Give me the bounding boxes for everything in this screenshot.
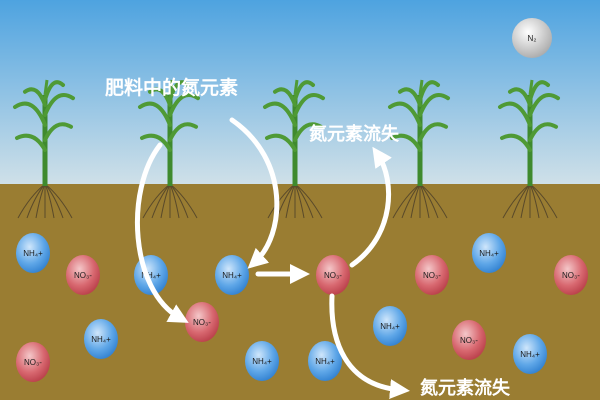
- nitrate-ion-label: NO₃-: [562, 271, 580, 280]
- flow-arrows: [135, 117, 410, 400]
- nitrate-ion: NO₃-: [554, 255, 588, 295]
- fertilizer-nitrogen-label: 肥料中的氮元素: [105, 76, 238, 99]
- nitrate-ion: NO₃-: [452, 320, 486, 360]
- arrow-fertilizer-to-nitrate: [135, 142, 189, 323]
- ammonium-ion-label: NH₄+: [315, 357, 335, 366]
- ammonium-ion-label: NH₄+: [23, 249, 43, 258]
- nitrate-ion: NO₃-: [185, 302, 219, 342]
- ammonium-ion: NH₄+: [215, 255, 249, 295]
- soil-ions: NH₄+ NO₃- NH₄+ NH₄+ NO₃- NO₃- NH₄+ NO₃- NO₃- NH₄+…: [16, 233, 588, 382]
- nitrate-ion-label: NO₃-: [423, 271, 441, 280]
- nitrogen-loss-leach-label: 氮元素流失: [420, 377, 511, 399]
- ammonium-ion-label: NH₄+: [252, 357, 272, 366]
- arrow-nitrate-leaching: [329, 293, 410, 400]
- nitrate-ion: NO₃-: [316, 255, 350, 295]
- n2-label: N₂: [528, 34, 537, 43]
- ammonium-ion-label: NH₄+: [141, 271, 161, 280]
- corn-plant: [498, 79, 560, 219]
- nitrate-ion: NO₃-: [66, 255, 100, 295]
- arrow-fertilizer-to-ammonium: [229, 117, 280, 269]
- nitrate-ion-label: NO₃-: [24, 358, 42, 367]
- n2-molecule: N₂: [512, 18, 552, 58]
- ammonium-ion-label: NH₄+: [479, 249, 499, 258]
- nitrogen-loss-air-label: 氮元素流失: [309, 123, 400, 145]
- nitrate-ion-label: NO₃-: [460, 336, 478, 345]
- nitrate-ion-label: NO₃-: [193, 318, 211, 327]
- ammonium-ion: NH₄+: [513, 334, 547, 374]
- corn-plants: [13, 79, 560, 219]
- nitrate-ion-label: NO₃-: [74, 271, 92, 280]
- ammonium-ion: NH₄+: [308, 341, 342, 381]
- ammonium-ion: NH₄+: [16, 233, 50, 273]
- ammonium-ion-label: NH₄+: [380, 322, 400, 331]
- ammonium-ion: NH₄+: [245, 341, 279, 381]
- corn-plant: [388, 79, 450, 219]
- soil: [0, 184, 600, 400]
- corn-plant: [138, 79, 200, 219]
- ammonium-ion: NH₄+: [373, 306, 407, 346]
- nitrate-ion-label: NO₃-: [324, 271, 342, 280]
- sky: [0, 0, 600, 184]
- nitrate-ion: NO₃-: [415, 255, 449, 295]
- arrow-nitrate-to-air-loss: [349, 146, 392, 268]
- nitrate-ion: NO₃-: [16, 342, 50, 382]
- ammonium-ion-label: NH₄+: [222, 271, 242, 280]
- ammonium-ion-label: NH₄+: [520, 350, 540, 359]
- corn-plant: [13, 79, 75, 219]
- ammonium-ion: NH₄+: [472, 233, 506, 273]
- ammonium-ion: NH₄+: [84, 319, 118, 359]
- ammonium-ion-label: NH₄+: [91, 335, 111, 344]
